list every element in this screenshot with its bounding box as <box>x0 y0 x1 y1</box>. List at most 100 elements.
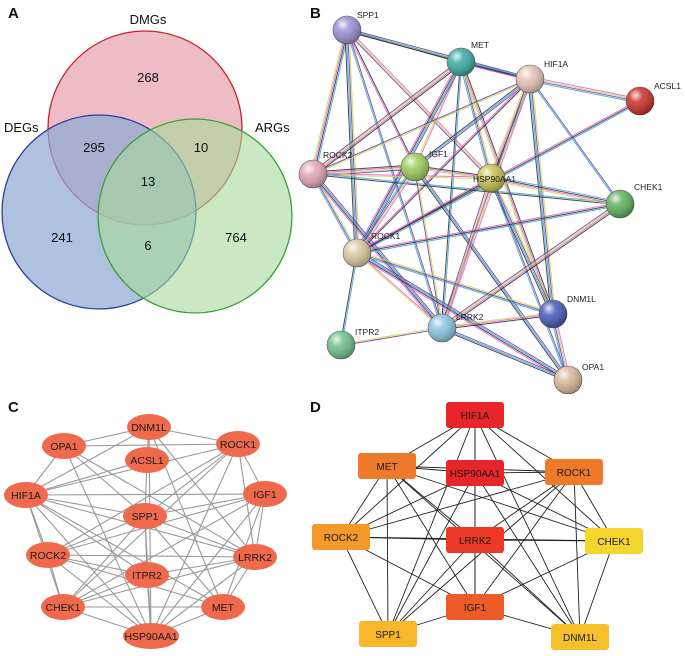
venn-count-dmg-only: 268 <box>137 70 159 85</box>
ppi-edge-itpr2-lrrk2 <box>340 326 443 347</box>
hub-node-rock2[interactable]: ROCK2 <box>312 524 370 550</box>
circle-node-label: ROCK2 <box>30 550 66 562</box>
hub-edge-met-igf1 <box>386 465 476 608</box>
ppi-edge-rock1-itpr2 <box>339 252 359 346</box>
hub-node-label: SPP1 <box>375 630 401 641</box>
circle-node-met[interactable]: MET <box>201 594 245 620</box>
circle-edge-dnm1l-hif1a <box>25 426 150 496</box>
circle-node-label: ROCK1 <box>220 439 256 451</box>
ppi-node-opa1[interactable]: OPA1 <box>553 362 604 395</box>
hub-edge-lrrk2-dnm1l <box>474 539 581 638</box>
ppi-node-label: HSP90AA1 <box>473 174 516 184</box>
ppi-edge-hif1a-chek1 <box>529 78 621 205</box>
hub-edge-rock1-rock2 <box>340 471 575 538</box>
hub-node-met[interactable]: MET <box>358 453 416 479</box>
venn-count-all: 13 <box>141 174 155 189</box>
circle-node-hsp90aa1[interactable]: HSP90AA1 <box>123 623 179 649</box>
circle-node-opa1[interactable]: OPA1 <box>42 433 86 459</box>
ppi-node-label: ROCK1 <box>371 231 401 241</box>
ppi-node-rock2[interactable]: ROCK2 <box>298 150 353 189</box>
hub-edge-hsp90aa1-spp1 <box>387 472 476 635</box>
circle-edge-opa1-spp1 <box>63 445 146 517</box>
circle-node-label: SPP1 <box>132 511 159 523</box>
hub-node-label: LRRK2 <box>459 536 492 547</box>
hub-edge-rock2-spp1 <box>340 536 389 635</box>
hub-node-label: ROCK1 <box>557 468 592 479</box>
ppi-node-met[interactable]: MET <box>446 40 489 77</box>
hub-node-label: IGF1 <box>464 603 487 614</box>
ppi-node-label: SPP1 <box>357 10 379 20</box>
ppi-node-igf1[interactable]: IGF1 <box>400 149 448 182</box>
ppi-edge-hsp90aa1-rock1 <box>356 176 492 255</box>
ppi-node-lrrk2[interactable]: LRRK2 <box>427 312 484 343</box>
ppi-node-rock1[interactable]: ROCK1 <box>342 231 401 268</box>
ppi-node-label: ITPR2 <box>355 327 379 337</box>
circle-node-igf1[interactable]: IGF1 <box>243 481 287 507</box>
circle-node-itpr2[interactable]: ITPR2 <box>125 562 169 588</box>
ppi-edge-hsp90aa1-opa1 <box>489 177 570 381</box>
ppi-node-hif1a[interactable]: HIF1A <box>515 59 568 94</box>
circle-node-spp1[interactable]: SPP1 <box>123 503 167 529</box>
ppi-node-acsl1[interactable]: ACSL1 <box>625 81 681 116</box>
circle-node-label: DNM1L <box>131 422 167 434</box>
ppi-node-dnm1l[interactable]: DNM1L <box>538 294 596 329</box>
circle-edge-rock1-spp1 <box>144 443 239 517</box>
panel-letter-c: C <box>8 399 19 416</box>
hub-node-hsp90aa1[interactable]: HSP90AA1 <box>446 460 504 486</box>
circle-node-label: CHEK1 <box>45 602 80 614</box>
hub-node-chek1[interactable]: CHEK1 <box>585 528 643 554</box>
ppi-node-spp1[interactable]: SPP1 <box>332 10 379 45</box>
ppi-edge-igf1-opa1 <box>413 165 570 382</box>
circle-node-label: ACSL1 <box>130 455 163 467</box>
circle-node-dnm1l[interactable]: DNM1L <box>127 414 171 440</box>
ppi-edge-chek1-lrrk2 <box>440 201 622 331</box>
hub-node-hif1a[interactable]: HIF1A <box>446 402 504 428</box>
circle-node-label: IGF1 <box>253 489 276 501</box>
circle-node-label: MET <box>212 602 235 614</box>
hub-edge-met-spp1 <box>386 465 389 635</box>
ppi-edge-spp1-hsp90aa1 <box>345 28 493 180</box>
ppi-edge-rock2-chek1 <box>312 172 621 206</box>
circle-node-lrrk2[interactable]: LRRK2 <box>233 544 277 570</box>
ppi-edge-rock1-lrrk2 <box>356 252 443 329</box>
ppi-edge-hif1a-rock1 <box>356 78 531 254</box>
circle-node-rock1[interactable]: ROCK1 <box>216 431 260 457</box>
hub-node-igf1[interactable]: IGF1 <box>446 594 504 620</box>
panel-letter-d: D <box>310 399 321 416</box>
venn-count-deg-arg: 6 <box>144 238 151 253</box>
ppi-node-chek1[interactable]: CHEK1 <box>605 182 663 219</box>
ppi-node-label: OPA1 <box>582 362 604 372</box>
panel-letter-b: B <box>310 5 321 22</box>
hub-node-spp1[interactable]: SPP1 <box>359 621 417 647</box>
venn-count-deg-only: 241 <box>51 230 73 245</box>
circle-edge-hif1a-igf1 <box>25 493 266 496</box>
hub-node-lrrk2[interactable]: LRRK2 <box>446 527 504 553</box>
hub-node-label: CHEK1 <box>597 537 631 548</box>
ppi-edge-igf1-rock1 <box>354 165 418 255</box>
ppi-edge-hif1a-igf1 <box>413 77 532 169</box>
hub-edge-chek1-dnm1l <box>579 540 615 638</box>
circle-node-rock2[interactable]: ROCK2 <box>26 542 70 568</box>
circle-node-label: LRRK2 <box>238 552 272 564</box>
circle-node-hif1a[interactable]: HIF1A <box>4 482 48 508</box>
ppi-edge-met-lrrk2 <box>440 61 463 329</box>
hub-edge-rock1-dnm1l <box>573 471 581 638</box>
circle-node-label: HIF1A <box>11 490 41 502</box>
circle-node-chek1[interactable]: CHEK1 <box>41 594 85 620</box>
circle-edge-acsl1-hif1a <box>25 459 148 496</box>
circle-node-acsl1[interactable]: ACSL1 <box>125 447 169 473</box>
circle-edge-igf1-chek1 <box>62 493 266 608</box>
hub-node-dnm1l[interactable]: DNM1L <box>551 624 609 650</box>
panel-letter-a: A <box>8 5 19 22</box>
ppi-edge-rock1-opa1 <box>355 250 570 383</box>
ppi-node-itpr2[interactable]: ITPR2 <box>326 327 379 360</box>
hub-node-rock1[interactable]: ROCK1 <box>545 459 603 485</box>
ppi-edge-spp1-igf1 <box>345 29 417 168</box>
ppi-edge-spp1-rock2 <box>310 29 350 175</box>
ppi-node-hsp90aa1[interactable]: HSP90AA1 <box>473 163 516 193</box>
